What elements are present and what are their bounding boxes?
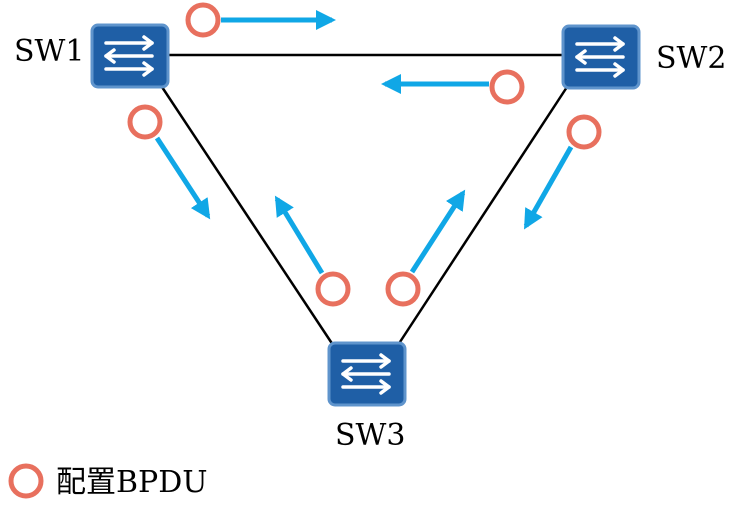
bpdu-circle-icon (315, 271, 351, 307)
link-sw1-sw3 (160, 86, 335, 346)
bpdu-circle-icon (185, 2, 221, 38)
switch-icon (104, 35, 154, 77)
bpdu-sw3-to-sw2 (385, 189, 466, 307)
legend: 配置BPDU (8, 463, 208, 500)
bpdu-circle-icon (127, 104, 163, 140)
bpdu-circle-icon (385, 271, 421, 307)
bpdu-sw2-to-sw1 (381, 69, 525, 105)
switch-label-sw3: SW3 (335, 418, 405, 453)
switch-label-sw1: SW1 (14, 34, 84, 69)
bpdu-sw1-to-sw2 (185, 2, 336, 38)
legend-label: 配置BPDU (56, 465, 208, 500)
bpdu-sw1-to-sw3 (127, 104, 211, 220)
flow-arrow-icon (154, 136, 211, 220)
switch-icon (341, 353, 391, 395)
bpdu-sw3-to-sw1 (274, 195, 351, 307)
flow-arrow-icon (409, 189, 466, 274)
switch-sw2[interactable] (561, 24, 641, 90)
bpdu-circle-icon (566, 114, 602, 150)
bpdu-circle-icon (8, 463, 44, 499)
link-sw2-sw3 (396, 86, 569, 346)
switch-sw1[interactable] (90, 23, 170, 89)
bpdu-circle-icon (489, 69, 525, 105)
switch-icon (575, 36, 625, 78)
flow-arrow-icon (274, 195, 325, 275)
switch-label-sw2: SW2 (656, 41, 726, 76)
switch-sw3[interactable] (327, 341, 407, 407)
flow-arrow-icon (523, 145, 574, 230)
links (160, 53, 569, 346)
bpdu-sw2-to-sw3 (523, 114, 602, 230)
